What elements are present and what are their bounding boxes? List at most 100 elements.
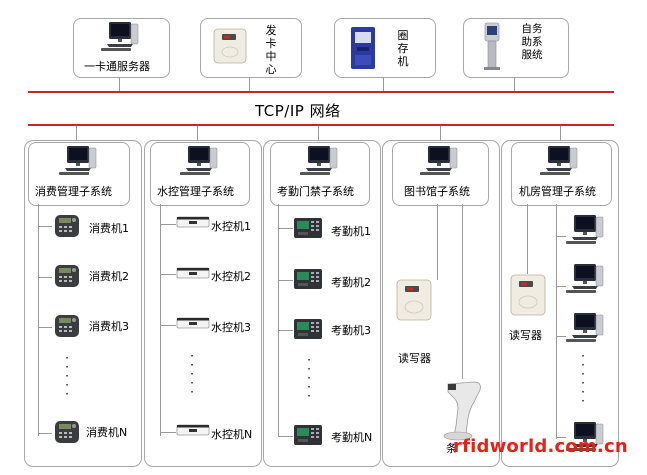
pos-terminal-icon	[55, 265, 79, 287]
ellipsis-dots: ······	[581, 349, 585, 408]
bus-branch	[38, 277, 52, 278]
device-label: 考勤机1	[331, 225, 371, 238]
bus-branch	[160, 274, 176, 275]
watermark: rfidworld.com.cn	[453, 436, 628, 457]
computer-room-bus-right	[556, 204, 557, 439]
water-subsystem-title: 水控管理子系统	[157, 185, 234, 198]
water-subsystem-header: 水控管理子系统	[150, 142, 250, 206]
card-reader-icon	[396, 279, 432, 321]
kiosk-icon	[351, 27, 375, 69]
subsystem-connector-3	[318, 126, 319, 142]
computer-icon	[419, 145, 458, 176]
bus-branch	[160, 224, 176, 225]
pos-terminal-icon	[55, 315, 79, 337]
bus-branch	[278, 228, 293, 229]
computer-room-subsystem-header: 机房管理子系统	[511, 142, 612, 206]
library-bus-right	[462, 204, 463, 379]
bus-branch	[38, 327, 52, 328]
device-label: 水控机3	[211, 321, 251, 334]
attendance-machine-icon	[294, 218, 322, 238]
kiosk-connector	[383, 77, 384, 92]
library-subsystem-title: 图书馆子系统	[404, 185, 470, 198]
bus-branch	[278, 436, 293, 437]
kiosk-label: 圈存机	[397, 29, 409, 68]
device-label: 水控机N	[211, 428, 253, 441]
bus-branch	[556, 437, 566, 438]
card-center-connector	[249, 77, 250, 92]
card-center-label: 发卡中心	[265, 24, 277, 76]
kiosk-node: 圈存机	[334, 18, 436, 78]
server-label: 一卡通服务器	[84, 60, 150, 73]
device-label: 考勤机2	[331, 276, 371, 289]
water-controller-icon	[176, 317, 210, 329]
attendance-bus	[278, 204, 279, 436]
attendance-machine-icon	[294, 319, 322, 339]
computer-icon	[58, 145, 97, 176]
bus-branch	[556, 286, 566, 287]
bus-branch	[160, 325, 176, 326]
subsystem-connector-5	[560, 126, 561, 142]
computer-room-bus-left	[527, 204, 528, 274]
water-bus	[160, 204, 161, 436]
device-label: 消费机3	[89, 320, 129, 333]
device-label: 考勤机3	[331, 324, 371, 337]
computer-icon	[299, 145, 338, 176]
ellipsis-dots: ·····	[190, 349, 194, 399]
computer-icon	[565, 263, 604, 294]
network-label: TCP/IP 网络	[255, 102, 341, 120]
bus-branch	[556, 336, 566, 337]
device-label: 水控机2	[211, 270, 251, 283]
attendance-subsystem-title: 考勤门禁子系统	[277, 185, 354, 198]
consumption-subsystem-header: 消费管理子系统	[28, 142, 130, 206]
device-label: 读写器	[398, 352, 431, 365]
pos-terminal-icon	[55, 215, 79, 237]
computer-icon	[539, 145, 578, 176]
ellipsis-dots: ·····	[307, 353, 311, 403]
subsystem-connector-4	[440, 126, 441, 142]
network-line-bottom	[28, 124, 614, 126]
attendance-machine-icon	[294, 425, 322, 445]
bus-branch	[556, 236, 566, 237]
bus-branch	[278, 280, 293, 281]
device-label: 考勤机N	[331, 431, 373, 444]
water-controller-icon	[176, 216, 210, 228]
pos-terminal-icon	[55, 421, 79, 443]
ellipsis-dots: ·····	[65, 351, 69, 401]
subsystem-connector-1	[76, 126, 77, 142]
consumption-bus	[38, 204, 39, 436]
barcode-scanner-icon	[443, 381, 481, 441]
card-issuer-icon	[213, 28, 247, 64]
network-line-top	[28, 91, 614, 93]
attendance-machine-icon	[294, 269, 322, 289]
device-label: 消费机1	[89, 222, 129, 235]
bus-branch	[38, 433, 52, 434]
server-node: 一卡通服务器	[73, 18, 170, 78]
water-controller-icon	[176, 267, 210, 279]
bus-branch	[38, 226, 52, 227]
computer-icon	[565, 214, 604, 245]
computer-room-subsystem-title: 机房管理子系统	[519, 185, 596, 198]
device-label: 条	[446, 442, 457, 455]
device-label: 水控机1	[211, 220, 251, 233]
self-service-connector	[514, 77, 515, 92]
card-center-node: 发卡中心	[200, 18, 302, 78]
computer-icon	[565, 312, 604, 343]
self-service-terminal-icon	[484, 22, 500, 70]
device-label: 消费机2	[89, 270, 129, 283]
bus-branch	[278, 330, 293, 331]
self-service-label: 自务助系服统	[521, 23, 543, 61]
self-service-node: 自务助系服统	[463, 18, 569, 78]
computer-icon	[100, 21, 139, 52]
water-controller-icon	[176, 424, 210, 436]
attendance-subsystem-header: 考勤门禁子系统	[270, 142, 370, 206]
device-label: 读写器	[509, 329, 542, 342]
library-subsystem-header: 图书馆子系统	[392, 142, 489, 206]
consumption-subsystem-title: 消费管理子系统	[35, 185, 112, 198]
server-connector	[119, 77, 120, 92]
computer-icon	[179, 145, 218, 176]
card-reader-icon	[510, 274, 546, 316]
device-label: 消费机N	[86, 426, 128, 439]
subsystem-connector-2	[197, 126, 198, 142]
bus-branch	[160, 432, 176, 433]
library-bus	[437, 204, 438, 280]
